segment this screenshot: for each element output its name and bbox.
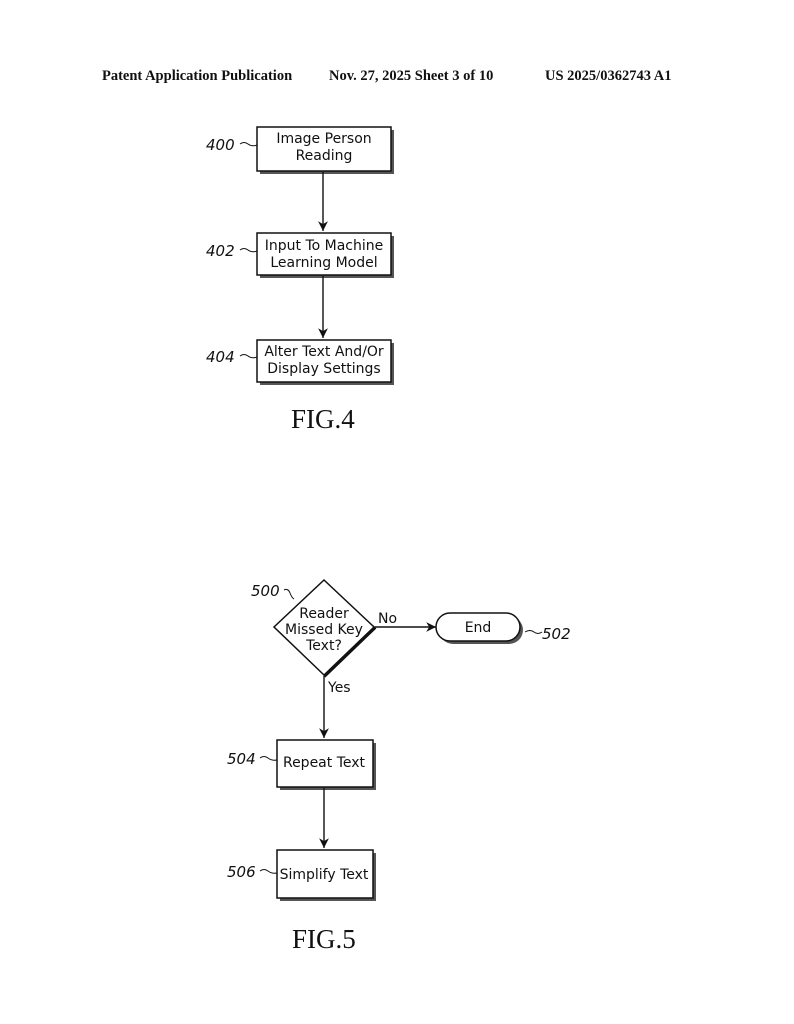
leader-line-506 bbox=[259, 869, 278, 874]
box-506-label: Simplify Text bbox=[280, 867, 369, 883]
process-box-504: Repeat Text bbox=[276, 739, 376, 790]
leader-line-402 bbox=[239, 248, 258, 253]
process-box-404: Alter Text And/Or Display Settings bbox=[256, 339, 394, 385]
end-terminator-502: End bbox=[435, 612, 523, 644]
end-label: End bbox=[465, 620, 492, 636]
ref-label-400: 400 bbox=[206, 136, 235, 154]
process-box-402: Input To Machine Learning Model bbox=[256, 232, 394, 278]
box-402-line1: Input To Machine bbox=[265, 238, 384, 254]
process-box-506: Simplify Text bbox=[276, 849, 376, 901]
ref-label-502: 502 bbox=[542, 625, 571, 643]
fig5-caption: FIG.5 bbox=[292, 924, 356, 954]
patent-number: US 2025/0362743 A1 bbox=[545, 68, 672, 84]
ref-label-402: 402 bbox=[206, 242, 235, 260]
fig4-diagram: Image Person Reading 400 Input To Machin… bbox=[206, 126, 394, 385]
yes-label: Yes bbox=[327, 680, 351, 696]
box-404-line2: Display Settings bbox=[267, 361, 380, 377]
ref-label-504: 504 bbox=[227, 750, 256, 768]
ref-label-506: 506 bbox=[227, 863, 256, 881]
leader-line-500 bbox=[283, 588, 295, 600]
no-label: No bbox=[378, 611, 397, 627]
decision-line2: Missed Key bbox=[285, 622, 363, 638]
fig5-diagram: Reader Missed Key Text? 500 No End 502 Y… bbox=[227, 578, 571, 901]
leader-line-504 bbox=[259, 756, 278, 761]
decision-diamond-500: Reader Missed Key Text? bbox=[272, 578, 377, 678]
box-400-line2: Reading bbox=[296, 148, 353, 164]
decision-line1: Reader bbox=[299, 606, 349, 622]
box-400-line1: Image Person bbox=[276, 131, 371, 147]
box-402-line2: Learning Model bbox=[270, 255, 377, 271]
box-504-label: Repeat Text bbox=[283, 755, 366, 771]
publication-label: Patent Application Publication bbox=[102, 68, 293, 84]
decision-line3: Text? bbox=[305, 638, 342, 654]
date-sheet-label: Nov. 27, 2025 Sheet 3 of 10 bbox=[329, 68, 494, 84]
leader-line-400 bbox=[239, 142, 258, 147]
ref-label-500: 500 bbox=[251, 582, 280, 600]
box-404-line1: Alter Text And/Or bbox=[264, 344, 384, 360]
ref-label-404: 404 bbox=[206, 348, 235, 366]
fig4-caption: FIG.4 bbox=[291, 404, 355, 434]
process-box-400: Image Person Reading bbox=[256, 126, 394, 174]
leader-line-404 bbox=[239, 354, 258, 359]
page-header: Patent Application Publication Nov. 27, … bbox=[0, 68, 794, 88]
leader-line-502 bbox=[524, 630, 543, 634]
